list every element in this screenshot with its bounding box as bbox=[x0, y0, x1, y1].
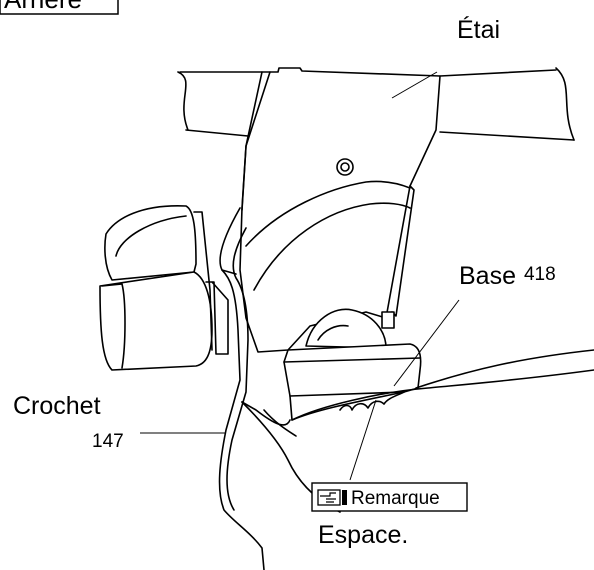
pointing-hand-icon bbox=[317, 489, 347, 506]
note-leader bbox=[349, 399, 377, 481]
note-tag: Remarque bbox=[311, 482, 468, 512]
note-text: Espace. bbox=[318, 521, 408, 549]
base-label: Base 418 bbox=[459, 262, 556, 290]
base-leader bbox=[393, 299, 460, 387]
note-tag-label: Remarque bbox=[351, 488, 440, 509]
hook-label: Crochet bbox=[13, 392, 101, 420]
hook-number: 147 bbox=[92, 431, 124, 452]
stay-label: Étai bbox=[457, 15, 500, 44]
rear-label-box: Arrière bbox=[0, 0, 119, 15]
rear-label: Arrière bbox=[4, 0, 82, 14]
hook-clip bbox=[99, 205, 229, 371]
base-number: 418 bbox=[524, 264, 556, 285]
hook-arm bbox=[218, 207, 265, 570]
stay-leader bbox=[391, 71, 438, 99]
base-assembly bbox=[241, 308, 594, 513]
crossbar bbox=[177, 67, 575, 141]
base-label-text: Base bbox=[459, 262, 516, 290]
stay-bracket bbox=[239, 67, 441, 353]
